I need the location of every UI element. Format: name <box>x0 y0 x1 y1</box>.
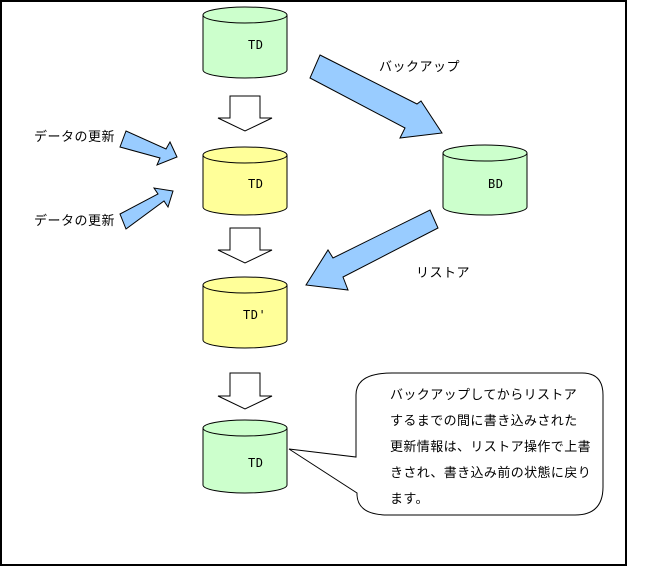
db-label-td-original: TD <box>248 38 264 52</box>
database-td-restored <box>202 419 288 494</box>
down-arrow-2 <box>217 227 273 264</box>
callout-line: バックアップしてからリストア <box>390 388 578 403</box>
callout-text: バックアップしてからリストア するまでの間に書き込みされた 更新情報は、リストア… <box>390 383 610 513</box>
backup-label: バックアップ <box>379 60 461 75</box>
database-td-updated <box>202 146 288 216</box>
database-td-prime <box>202 276 288 349</box>
restore-label: リストア <box>416 266 471 281</box>
update-label-2: データの更新 <box>34 214 116 229</box>
db-label-td-restored: TD <box>248 456 264 470</box>
callout-line: するまでの間に書き込みされた <box>390 414 578 429</box>
db-label-bd-backup: BD <box>488 177 504 191</box>
callout-line: 更新情報は、リストア操作で上書 <box>390 440 592 455</box>
update-arrow-2 <box>119 187 174 230</box>
database-td-original <box>202 6 288 79</box>
update-label-1: データの更新 <box>34 130 116 145</box>
update-arrow-1 <box>119 130 178 166</box>
db-label-td-prime: TD' <box>243 308 267 322</box>
database-bd-backup <box>442 144 528 216</box>
down-arrow-3 <box>217 372 273 410</box>
db-label-td-updated: TD <box>248 177 264 191</box>
callout-bubble <box>288 372 604 516</box>
restore-arrow <box>305 209 439 291</box>
down-arrow-1 <box>217 95 273 132</box>
callout-line: ます。 <box>390 492 429 507</box>
callout-line: きされ、書き込み前の状態に戻り <box>390 466 592 481</box>
backup-arrow <box>309 54 443 139</box>
